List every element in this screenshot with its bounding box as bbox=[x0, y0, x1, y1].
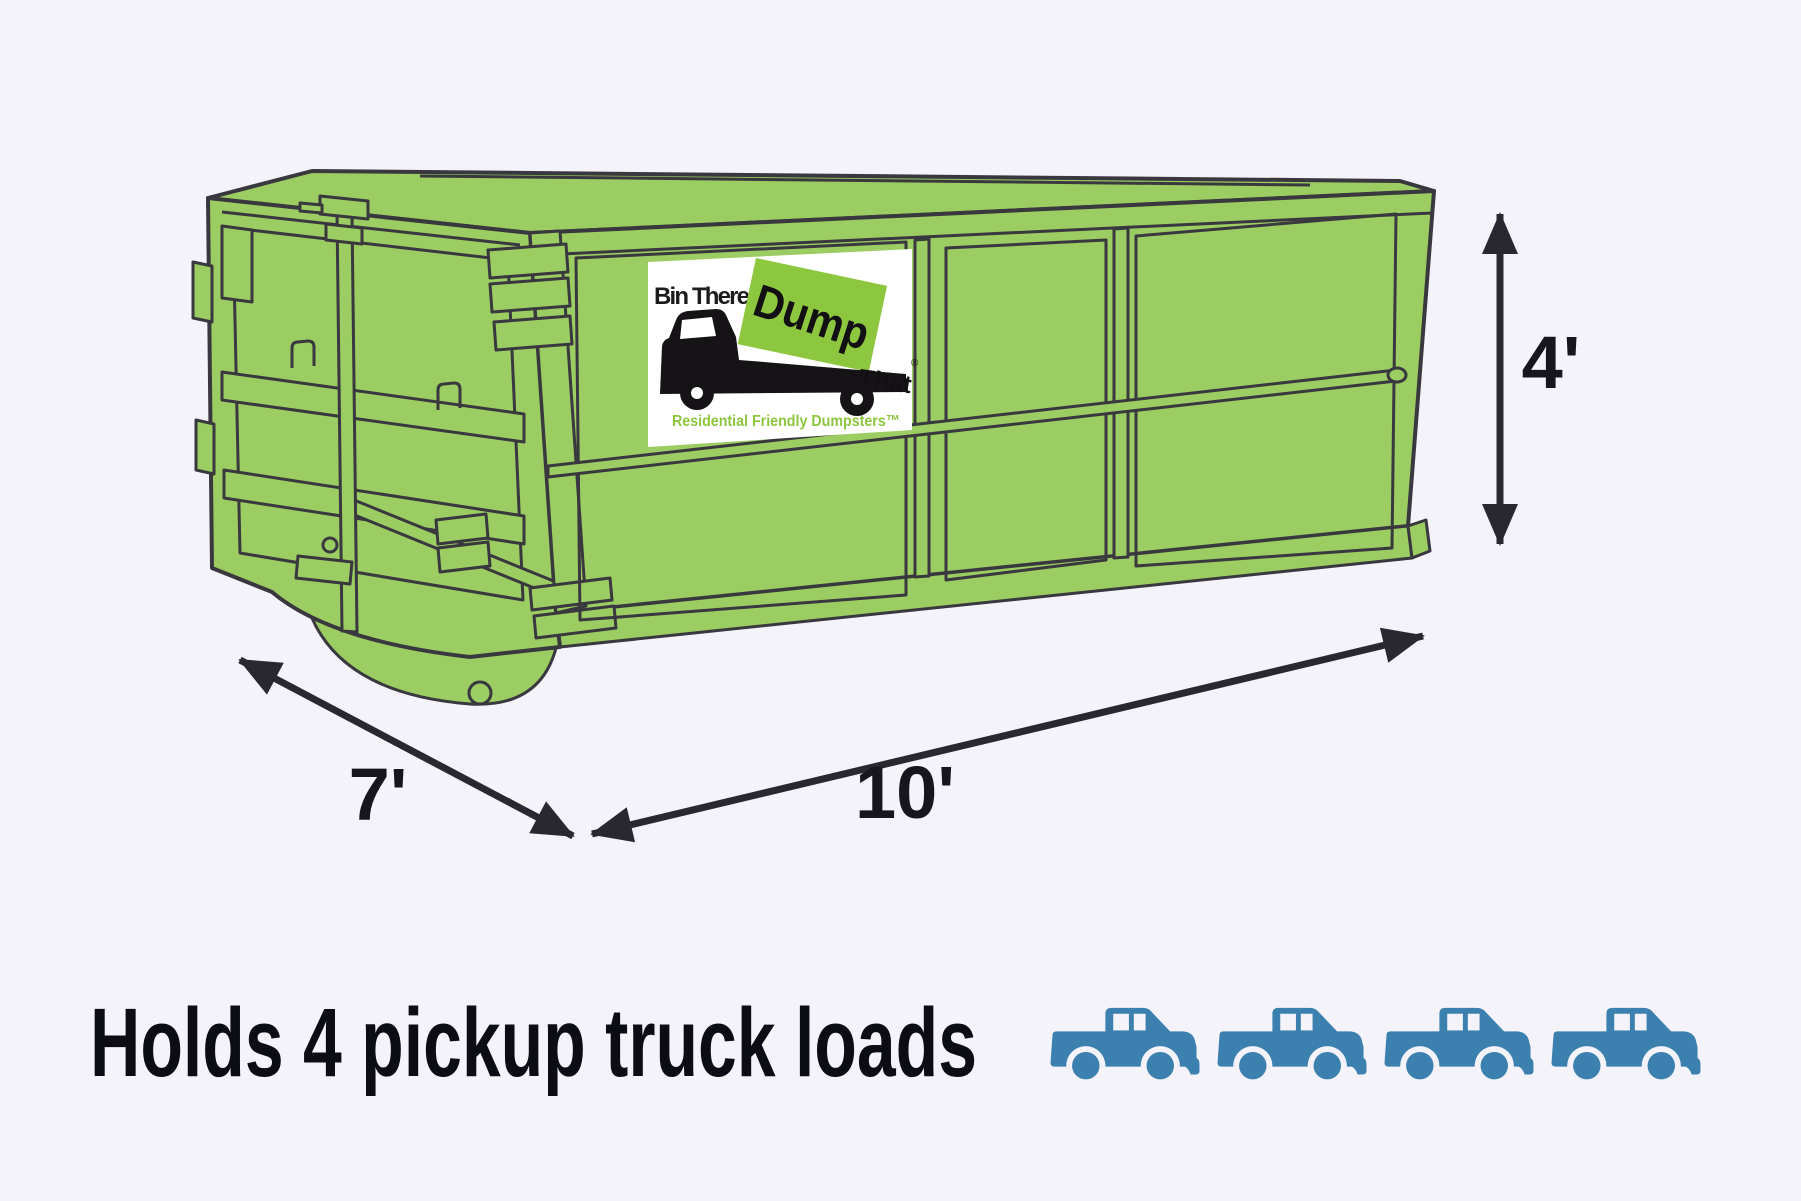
length-label: 10' bbox=[855, 751, 955, 834]
door-locking-rod bbox=[294, 194, 370, 634]
side-rail-bar bbox=[546, 366, 1408, 479]
pickup-truck-icon bbox=[1050, 1007, 1200, 1086]
dumpster-illustration: Bin There Dump That ® Residential Friend… bbox=[191, 169, 1436, 706]
brand-logo-panel: Bin There Dump That ® Residential Friend… bbox=[648, 249, 919, 447]
pickup-truck-icon bbox=[1551, 1007, 1701, 1086]
width-label: 7' bbox=[349, 753, 408, 836]
side-rim-lip bbox=[539, 211, 1433, 257]
pickup-truck-icon bbox=[1217, 1007, 1367, 1086]
front-hinge-plates bbox=[191, 224, 462, 476]
dimension-annotations: 4' 10' 7' bbox=[238, 212, 1581, 843]
capacity-headline: Holds 4 pickup truck loads bbox=[90, 988, 977, 1097]
pickup-truck-icon bbox=[1384, 1007, 1534, 1086]
front-rim-lip bbox=[221, 210, 521, 247]
corner-post bbox=[434, 229, 618, 640]
door-mid-rail bbox=[220, 370, 526, 444]
top-rim-inner-edge bbox=[419, 174, 1311, 187]
logo-line1: Bin There bbox=[654, 283, 750, 310]
truck-icons-row bbox=[1050, 1007, 1701, 1086]
height-label: 4' bbox=[1522, 321, 1581, 404]
dumpster-front-face bbox=[206, 196, 562, 659]
logo-truck-silhouette bbox=[660, 309, 906, 416]
logo-registered-mark: ® bbox=[911, 358, 919, 369]
width-arrow bbox=[238, 656, 575, 840]
length-arrow bbox=[590, 627, 1425, 843]
side-panel-ribs bbox=[574, 212, 1398, 622]
logo-dump-box bbox=[737, 258, 888, 372]
logo-tagline: Residential Friendly Dumpsters™ bbox=[672, 413, 900, 430]
